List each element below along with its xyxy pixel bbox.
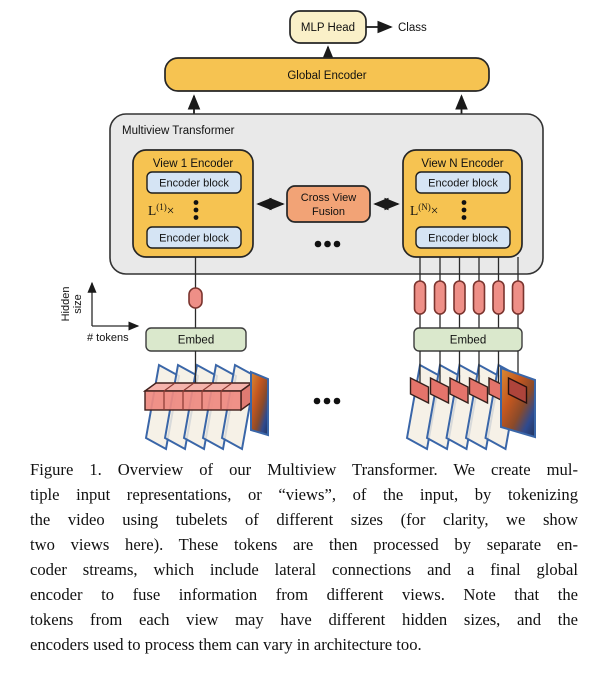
video-view1 — [142, 351, 269, 451]
axis-num-tokens-label: # tokens — [87, 332, 129, 344]
ellipsis-between-videos — [313, 397, 341, 405]
viewN-repeat-label: L(N)× — [410, 202, 438, 218]
embed-box-viewN: Embed — [413, 327, 523, 352]
axis-hidden-size-label-2: size — [72, 294, 84, 314]
token-view1 — [188, 287, 203, 309]
multiview-transformer-label: Multiview Transformer — [122, 125, 235, 137]
view1-encoder-block-bottom — [146, 226, 242, 249]
cross-view-fusion-box: Cross View Fusion — [286, 185, 371, 223]
caption-line: the video using tubelets of different si… — [30, 510, 578, 529]
viewN-encoder-block-bottom-label: Encoder block — [428, 233, 498, 245]
global-encoder-label: Global Encoder — [287, 70, 366, 82]
embed-view1-label: Embed — [178, 335, 214, 347]
viewN-encoder-block-top-label: Encoder block — [428, 178, 498, 190]
viewN-encoder-block-bottom — [415, 226, 511, 249]
token-axis: Hidden size # tokens — [60, 281, 140, 344]
video-frame-image-viewN — [500, 366, 536, 439]
axis-hidden-size-label-1: Hidden — [60, 287, 72, 322]
caption-line: coder streams, which include lateral con… — [30, 560, 578, 579]
class-output-label: Class — [398, 22, 427, 34]
caption-line: Figure 1. Overview of our Multiview Tran… — [30, 460, 578, 479]
view1-encoder-block-top-label: Encoder block — [159, 178, 229, 190]
viewN-repeat-dots — [461, 200, 467, 220]
caption-line: tiple input representations, or “views”,… — [30, 485, 578, 504]
architecture-diagram: MLP Head Class Global Encoder Multiview … — [60, 10, 544, 451]
view1-encoder-title: View 1 Encoder — [153, 158, 234, 170]
viewN-encoder-block-top — [415, 171, 511, 194]
viewN-encoder-title: View N Encoder — [421, 158, 503, 170]
cross-view-fusion-label-2: Fusion — [312, 206, 345, 218]
caption-line: encoder to fuse information from differe… — [30, 585, 578, 604]
view1-encoder-box: View 1 Encoder Encoder block L(1)× Encod… — [132, 149, 254, 258]
mlp-head-label: MLP Head — [301, 22, 355, 34]
embed-box-view1: Embed — [145, 327, 247, 352]
view1-repeat-label: L(1)× — [148, 202, 174, 218]
mlp-head-box: MLP Head — [289, 10, 367, 44]
tokens-viewN — [413, 280, 525, 315]
caption-line: encoders used to process them can vary i… — [30, 635, 422, 654]
viewN-encoder-box: View N Encoder Encoder block L(N)× Encod… — [402, 149, 523, 258]
tubelet-viewN-front — [507, 376, 528, 405]
view1-encoder-block-top — [146, 171, 242, 194]
view1-repeat-dots — [193, 200, 199, 220]
view1-encoder-block-bottom-label: Encoder block — [159, 233, 229, 245]
cross-view-fusion-label-1: Cross View — [301, 192, 356, 204]
caption-line: tokens from each view may have different… — [30, 610, 578, 629]
caption-line: two views here). These tokens are then p… — [30, 535, 578, 554]
video-viewN — [405, 351, 536, 451]
tubelets-viewN — [409, 376, 508, 405]
video-frame-image-view1 — [250, 370, 269, 437]
global-encoder-box: Global Encoder — [164, 57, 490, 92]
embed-viewN-label: Embed — [450, 335, 486, 347]
ellipsis-between-views — [314, 240, 341, 248]
figure-caption: Figure 1. Overview of our Multiview Tran… — [30, 457, 578, 657]
tubelet-view1 — [142, 381, 255, 412]
